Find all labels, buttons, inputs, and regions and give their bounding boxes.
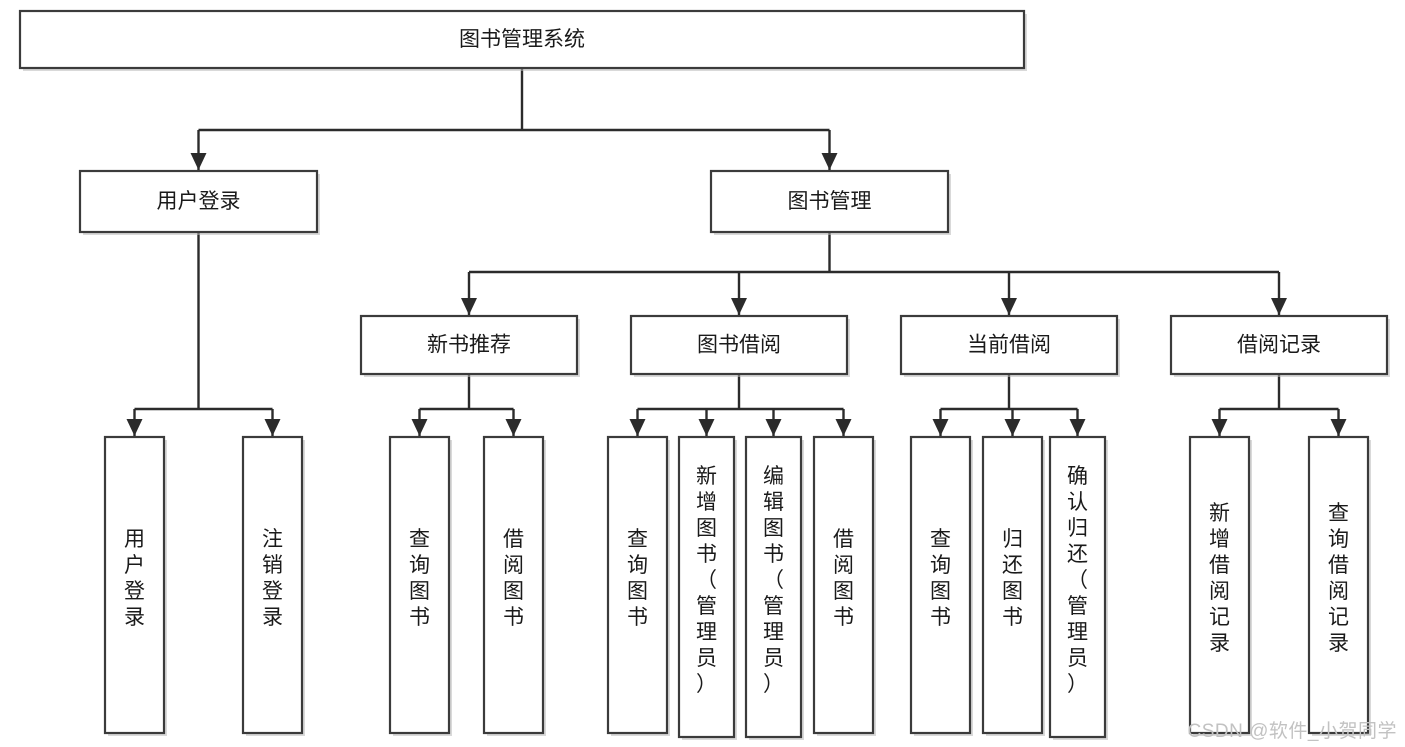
node-l2-图书管理[interactable]: 图书管理	[709, 169, 951, 235]
edge-当前借阅-arrow-2	[1069, 419, 1086, 436]
node-leaf-2-查询图书[interactable]: 查询图书	[388, 435, 452, 736]
node-leaf-2-查询图书-label: 查询图书	[409, 528, 430, 629]
node-l3-当前借阅[interactable]: 当前借阅	[899, 314, 1120, 377]
node-l2-用户登录-label: 用户登录	[157, 190, 241, 213]
node-leaf-1-注销登录[interactable]: 注销登录	[241, 435, 305, 736]
edge-图书借阅-arrow-2	[765, 419, 782, 436]
edge-图书借阅-arrow-3	[835, 419, 852, 436]
node-l3-借阅记录-label: 借阅记录	[1237, 334, 1321, 357]
edge-当前借阅-arrow-1	[1004, 419, 1021, 436]
node-l2-用户登录[interactable]: 用户登录	[78, 169, 320, 235]
edge-book-management-arrow-2	[1001, 298, 1017, 315]
node-leaf-10-确认归还（管理员）[interactable]: 确认归还（管理员）	[1048, 435, 1108, 740]
node-l2-图书管理-label: 图书管理	[788, 190, 872, 213]
node-leaf-9-归还图书[interactable]: 归还图书	[981, 435, 1045, 736]
edge-当前借阅-arrow-0	[932, 419, 949, 436]
node-leaf-5-新增图书（管理员）[interactable]: 新增图书（管理员）	[677, 435, 737, 740]
node-l3-图书借阅-label: 图书借阅	[697, 334, 781, 357]
edge-借阅记录-arrow-0	[1211, 419, 1228, 436]
node-l3-借阅记录[interactable]: 借阅记录	[1169, 314, 1390, 377]
edge-图书借阅-arrow-1	[698, 419, 715, 436]
node-leaf-10-确认归还（管理员）-label: 确认归还（管理员）	[1067, 465, 1088, 696]
node-leaf-6-编辑图书（管理员）-label: 编辑图书（管理员）	[763, 465, 784, 696]
edge-user-login-arrow-0	[126, 419, 143, 436]
node-leaf-8-查询图书-label: 查询图书	[930, 528, 951, 629]
edge-root-arrow-1	[821, 153, 838, 170]
node-leaf-7-借阅图书-label: 借阅图书	[833, 528, 854, 629]
node-root-图书管理系统[interactable]: 图书管理系统	[18, 9, 1027, 71]
edge-借阅记录-arrow-1	[1330, 419, 1347, 436]
node-leaf-0-用户登录-label: 用户登录	[124, 528, 145, 629]
node-leaf-7-借阅图书[interactable]: 借阅图书	[812, 435, 876, 736]
node-leaf-5-新增图书（管理员）-label: 新增图书（管理员）	[696, 465, 717, 696]
node-leaf-4-查询图书-label: 查询图书	[627, 528, 648, 629]
node-leaf-3-借阅图书-label: 借阅图书	[503, 528, 524, 629]
edge-user-login-arrow-1	[264, 419, 281, 436]
node-leaf-12-查询借阅记录-label: 查询借阅记录	[1328, 502, 1349, 655]
node-root-图书管理系统-label: 图书管理系统	[459, 28, 585, 51]
edge-新书推荐-arrow-1	[505, 419, 522, 436]
edge-root-arrow-0	[190, 153, 207, 170]
node-leaf-6-编辑图书（管理员）[interactable]: 编辑图书（管理员）	[744, 435, 804, 740]
node-leaf-4-查询图书[interactable]: 查询图书	[606, 435, 670, 736]
node-leaf-3-借阅图书[interactable]: 借阅图书	[482, 435, 546, 736]
node-leaf-11-新增借阅记录[interactable]: 新增借阅记录	[1188, 435, 1252, 736]
edge-book-management-arrow-3	[1271, 298, 1287, 315]
edges-layer	[126, 68, 1347, 436]
edge-图书借阅-arrow-0	[629, 419, 646, 436]
node-l3-新书推荐-label: 新书推荐	[427, 334, 511, 357]
node-l3-当前借阅-label: 当前借阅	[967, 334, 1051, 357]
node-leaf-12-查询借阅记录[interactable]: 查询借阅记录	[1307, 435, 1371, 736]
edge-book-management-arrow-1	[731, 298, 747, 315]
node-leaf-11-新增借阅记录-label: 新增借阅记录	[1209, 502, 1230, 655]
watermark-text: CSDN @软件_小贺同学	[1187, 721, 1397, 742]
node-l3-图书借阅[interactable]: 图书借阅	[629, 314, 850, 377]
node-leaf-0-用户登录[interactable]: 用户登录	[103, 435, 167, 736]
node-leaf-9-归还图书-label: 归还图书	[1002, 528, 1023, 629]
edge-book-management-arrow-0	[461, 298, 477, 315]
node-leaf-8-查询图书[interactable]: 查询图书	[909, 435, 973, 736]
edge-新书推荐-arrow-0	[411, 419, 428, 436]
nodes-layer: 图书管理系统用户登录图书管理新书推荐图书借阅当前借阅借阅记录用户登录注销登录查询…	[18, 9, 1390, 740]
node-l3-新书推荐[interactable]: 新书推荐	[359, 314, 580, 377]
node-leaf-1-注销登录-label: 注销登录	[262, 528, 283, 629]
